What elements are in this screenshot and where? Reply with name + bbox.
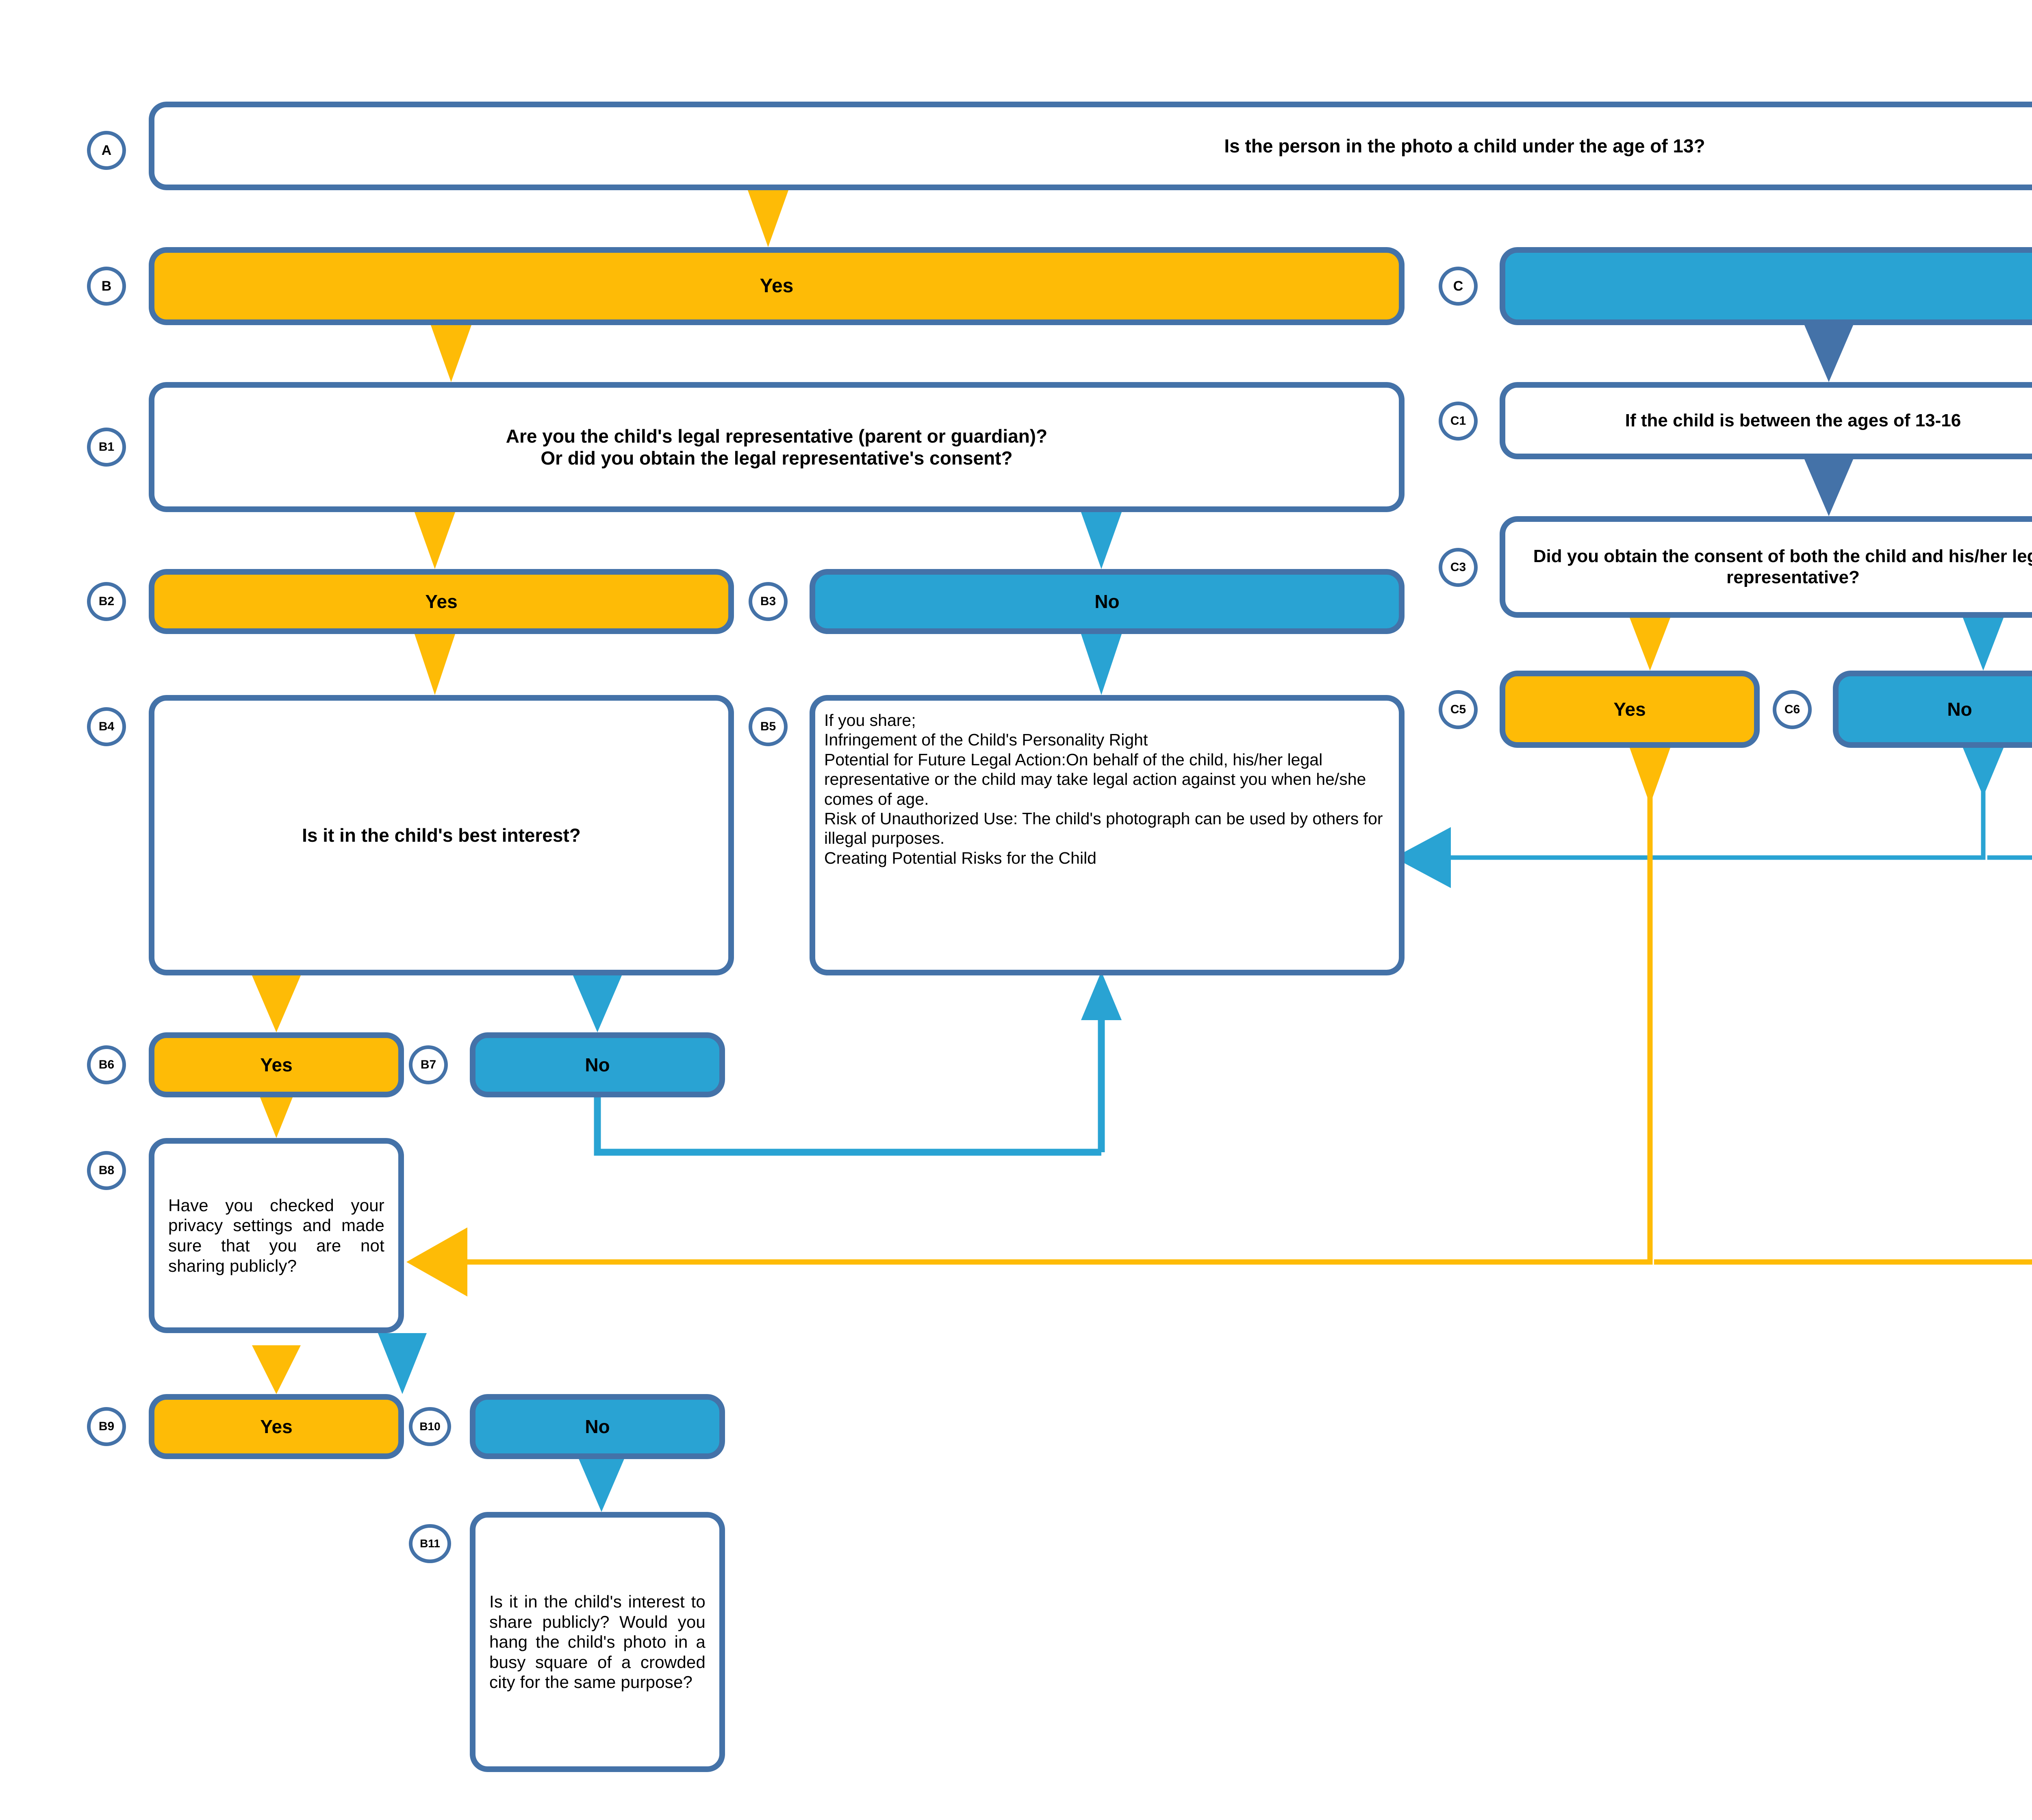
edge-B10-to-B11: [577, 1455, 626, 1512]
node-C3-label: Did you obtain the consent of both the c…: [1533, 546, 2032, 587]
node-B1[interactable]: Are you the child's legal representative…: [149, 382, 1405, 512]
node-B9[interactable]: Yes: [149, 1394, 404, 1459]
node-B4[interactable]: Is it in the child's best interest?: [149, 695, 734, 975]
node-tag-C1: C1: [1439, 402, 1478, 441]
edge-B8-to-B10: [378, 1333, 427, 1394]
node-tag-B9: B9: [87, 1407, 126, 1446]
node-A[interactable]: Is the person in the photo a child under…: [149, 102, 2032, 190]
node-tag-B: B: [87, 267, 126, 306]
edge-B1-to-B2: [415, 512, 455, 569]
edge-C3-to-C5: [1630, 618, 1670, 671]
node-A-label: Is the person in the photo a child under…: [1224, 135, 1705, 156]
node-B6[interactable]: Yes: [149, 1032, 404, 1097]
node-C1-label: If the child is between the ages of 13-1…: [1625, 410, 1961, 431]
node-tag-A: A: [87, 131, 126, 170]
node-B7[interactable]: No: [470, 1032, 725, 1097]
edge-C3-to-C6: [1963, 618, 2004, 671]
node-B2[interactable]: Yes: [149, 569, 734, 634]
node-C6[interactable]: No: [1833, 671, 2032, 748]
node-C6-label: No: [1947, 698, 1972, 720]
node-B5[interactable]: If you share; Infringement of the Child'…: [810, 695, 1405, 975]
edge-C7-to-B8-elbow: [1654, 1259, 2032, 1265]
node-tag-B8: B8: [87, 1151, 126, 1190]
node-B3-label: No: [1094, 591, 1120, 612]
edge-B2-to-B4: [415, 634, 455, 695]
edge-A-to-B: [748, 190, 788, 247]
edge-B-to-B1: [431, 325, 471, 382]
node-B10[interactable]: No: [470, 1394, 725, 1459]
node-tag-B3: B3: [749, 582, 788, 621]
node-B7-label: No: [585, 1054, 610, 1075]
edge-B4-to-B6: [252, 975, 301, 1032]
node-B4-label: Is it in the child's best interest?: [302, 824, 581, 846]
node-C-label: No: [1516, 275, 2032, 298]
edge-C5-to-B8-elbow: [406, 748, 1670, 1297]
node-tag-C: C: [1439, 267, 1478, 306]
node-C[interactable]: No: [1500, 247, 2032, 325]
edge-B1-to-B3: [1081, 512, 1122, 569]
node-B11-label: Is it in the child's interest to share p…: [489, 1592, 706, 1692]
node-C5[interactable]: Yes: [1500, 671, 1760, 748]
edge-B7-to-B5-elbow: [594, 971, 1122, 1156]
edge-C6-to-B5-elbow: [1394, 748, 2004, 888]
node-B1-label: Are you the child's legal representative…: [506, 425, 1048, 469]
node-B11[interactable]: Is it in the child's interest to share p…: [470, 1512, 725, 1772]
node-tag-B7: B7: [409, 1045, 448, 1084]
edge-C1-to-C3: [1804, 459, 1853, 516]
edge-C-to-C1: [1804, 325, 1853, 382]
node-B8[interactable]: Have you checked your privacy settings a…: [149, 1138, 404, 1333]
node-tag-B1: B1: [87, 428, 126, 467]
node-B2-label: Yes: [425, 591, 458, 612]
node-B[interactable]: Yes: [149, 247, 1405, 325]
node-B-label: Yes: [760, 275, 794, 297]
node-B3[interactable]: No: [810, 569, 1405, 634]
edge-B3-to-B5: [1081, 634, 1122, 695]
edge-B8-to-B9: [252, 1345, 301, 1394]
node-tag-C3: C3: [1439, 548, 1478, 587]
edge-B4-to-B7: [573, 975, 622, 1032]
node-C1[interactable]: If the child is between the ages of 13-1…: [1500, 382, 2032, 459]
node-B10-label: No: [585, 1416, 610, 1437]
node-tag-B5: B5: [749, 707, 788, 746]
node-tag-C6: C6: [1773, 690, 1812, 729]
node-tag-B4: B4: [87, 707, 126, 746]
node-tag-B6: B6: [87, 1045, 126, 1084]
node-tag-C5: C5: [1439, 690, 1478, 729]
node-C3[interactable]: Did you obtain the consent of both the c…: [1500, 516, 2032, 618]
node-tag-B10: B10: [409, 1407, 451, 1446]
node-tag-B2: B2: [87, 582, 126, 621]
node-B8-label: Have you checked your privacy settings a…: [168, 1195, 384, 1275]
node-B9-label: Yes: [260, 1416, 293, 1437]
node-C5-label: Yes: [1613, 698, 1646, 720]
node-tag-B11: B11: [409, 1524, 451, 1563]
node-B5-label: If you share; Infringement of the Child'…: [824, 711, 1383, 867]
node-B6-label: Yes: [260, 1054, 293, 1075]
